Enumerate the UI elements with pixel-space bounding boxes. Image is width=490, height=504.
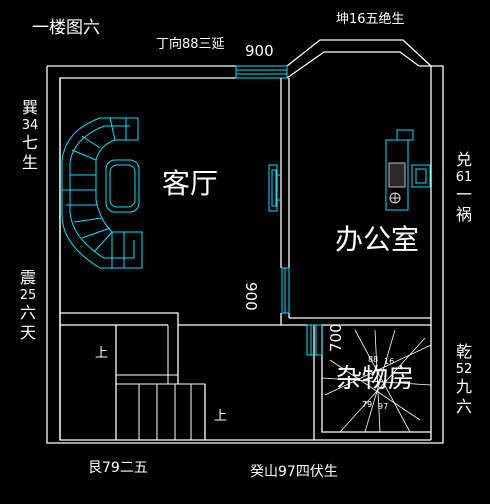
- tv-unit: [268, 164, 281, 212]
- office-door-dimension: 900: [242, 282, 260, 311]
- dui-label: 兑 61 一 祸: [455, 150, 473, 224]
- xun-label: 巽 34 七 生: [21, 98, 39, 172]
- window-width-label: 900: [245, 42, 274, 60]
- zhen-label: 震 25 六 天: [19, 268, 37, 342]
- top-window: [235, 65, 288, 79]
- storage-number-88: 88: [368, 355, 379, 364]
- ding-label: 丁向88三延: [156, 37, 225, 52]
- office-desk: [385, 129, 431, 211]
- storage-door-dimension: 700: [327, 323, 345, 352]
- storage-number-79: 79: [362, 400, 373, 409]
- plan-title: 一楼图六: [32, 18, 100, 38]
- kun-label: 坤16五绝生: [336, 12, 405, 27]
- staircase: [115, 325, 206, 441]
- stair-up-label-2: 上: [214, 409, 228, 424]
- storage-direction-lines: [321, 329, 432, 433]
- room-office: 办公室: [335, 223, 420, 256]
- sofa: [61, 117, 143, 269]
- storage-door: [306, 324, 323, 356]
- room-living: 客厅: [162, 167, 219, 200]
- stair-up-label-1: 上: [95, 346, 109, 361]
- office-door: [281, 267, 290, 314]
- gui-label: 癸山97四伏生: [250, 464, 338, 480]
- storage-number-16: 16: [384, 357, 395, 366]
- storage-number-97: 97: [378, 402, 389, 411]
- qian-label: 乾 52 九 六: [455, 342, 473, 416]
- outer-walls: [46, 39, 444, 444]
- gen-label: 艮79二五: [88, 460, 148, 476]
- room-storage: 杂物房: [336, 364, 415, 394]
